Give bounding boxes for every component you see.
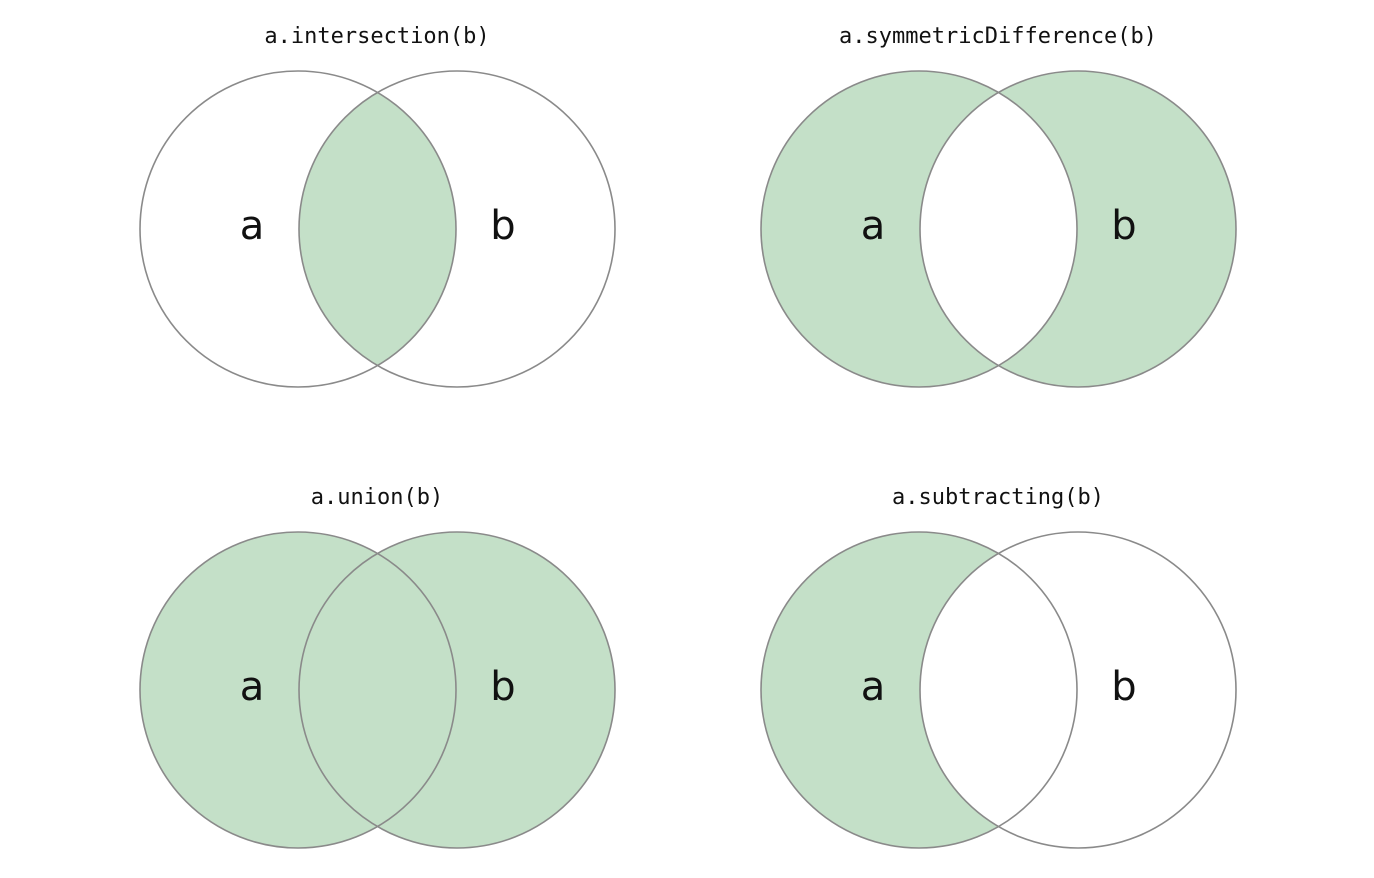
venn-fills [299,71,456,387]
set-b-label: b [490,203,515,249]
diagram-title: a.intersection(b) [264,24,489,49]
region-a-only [761,532,1077,848]
venn-fills [761,532,1077,848]
set-a-label: a [861,203,886,249]
region-a-and-b [299,71,456,387]
diagram-title: a.symmetricDifference(b) [839,24,1157,49]
venn-fills [761,71,1236,387]
set-a-circle [139,70,457,388]
diagram-symmetric-difference: a.symmetricDifference(b) a b [760,24,1237,388]
set-a-circle [139,531,457,849]
set-a-circle [760,531,1078,849]
set-b-circle [298,70,616,388]
region-b-only [299,532,615,848]
region-b-only [920,71,1236,387]
diagram-title: a.subtracting(b) [892,485,1104,510]
set-b-circle [919,531,1237,849]
set-a-label: a [240,664,265,710]
set-b-label: b [1111,664,1136,710]
diagram-intersection: a.intersection(b) a b [139,24,616,388]
set-a-circle [760,70,1078,388]
diagram-title: a.union(b) [311,485,443,510]
set-b-label: b [1111,203,1136,249]
set-b-circle [298,531,616,849]
set-b-label: b [490,664,515,710]
diagram-subtracting: a.subtracting(b) a b [760,485,1237,849]
venn-fills [140,532,615,848]
set-b-circle [919,70,1237,388]
set-a-label: a [240,203,265,249]
diagram-union: a.union(b) a b [139,485,616,849]
set-a-label: a [861,664,886,710]
